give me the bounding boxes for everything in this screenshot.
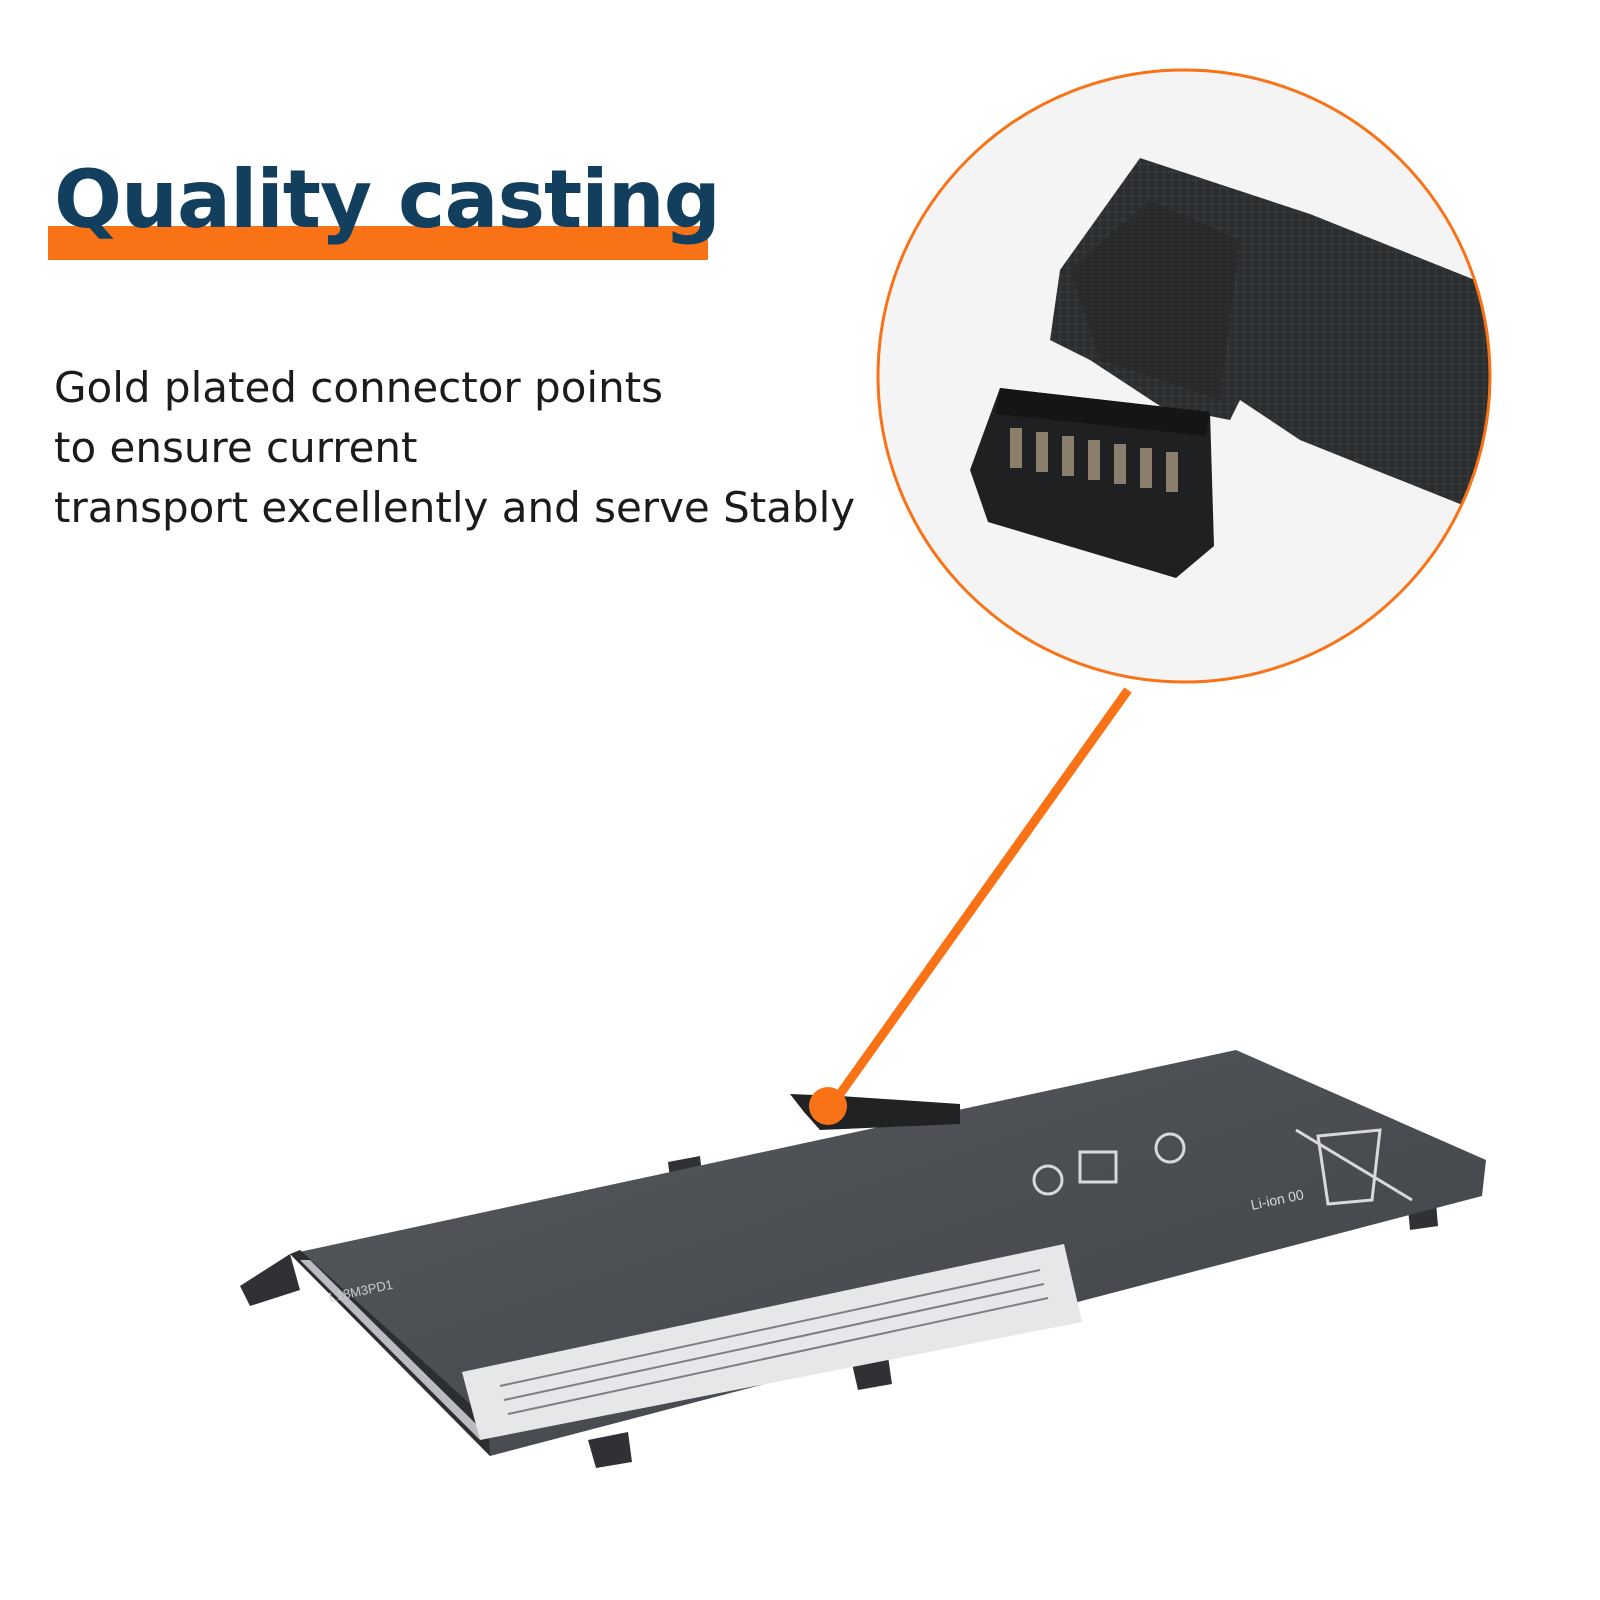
description-line-1: Gold plated connector points [54,363,664,412]
headline-block: Quality casting [48,150,721,260]
callout-dot [809,1087,847,1125]
headline-underline-bar [48,226,708,260]
headline-title: Quality casting [54,153,721,246]
zoom-circle [876,68,1492,684]
zoom-circle-border [876,68,1492,684]
callout-leader-line [826,687,1132,1111]
laptop-battery: L18M3PD1 Li-ion 00 [240,1050,1486,1468]
description-line-2: to ensure current [54,423,418,472]
feature-description: Gold plated connector points to ensure c… [54,358,855,538]
connector-closeup [878,70,1490,682]
description-line-3: transport excellently and serve Stably [54,483,856,532]
